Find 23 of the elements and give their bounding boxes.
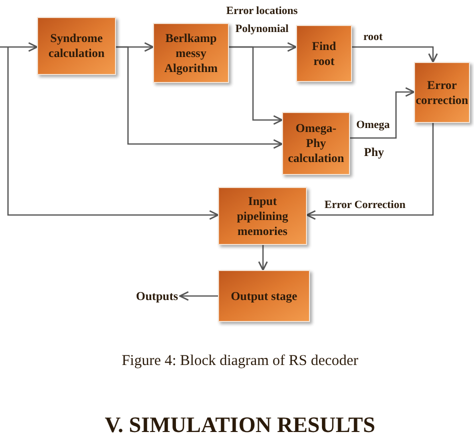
process-box: Berlkamp messy Algorithm [153,23,229,83]
section-heading: V. SIMULATION RESULTS [104,414,376,436]
caption: Figure 4: Block diagram of RS decoder [120,354,360,369]
edge-label: Error Correction [324,198,406,213]
process-box: Input pipelining memories [218,187,307,245]
arrow [352,46,438,63]
arrow [350,87,415,139]
edge-label: root [362,30,384,45]
arrow [116,46,283,149]
arrow [229,46,283,125]
signal-label: Phy [362,146,385,158]
arrow [179,291,218,301]
process-box: Find root [296,25,352,82]
process-box: Omega-Phy calculation [282,112,350,175]
arrow [258,245,268,271]
output-label: Outputs [134,288,180,304]
arrow [7,47,219,220]
edge-label: Omega [355,118,391,133]
arrow [306,123,434,220]
arrow [0,42,38,52]
process-box: Syndrome calculation [37,17,116,75]
process-box: Error correction [414,62,470,123]
process-box: Output stage [218,270,310,322]
